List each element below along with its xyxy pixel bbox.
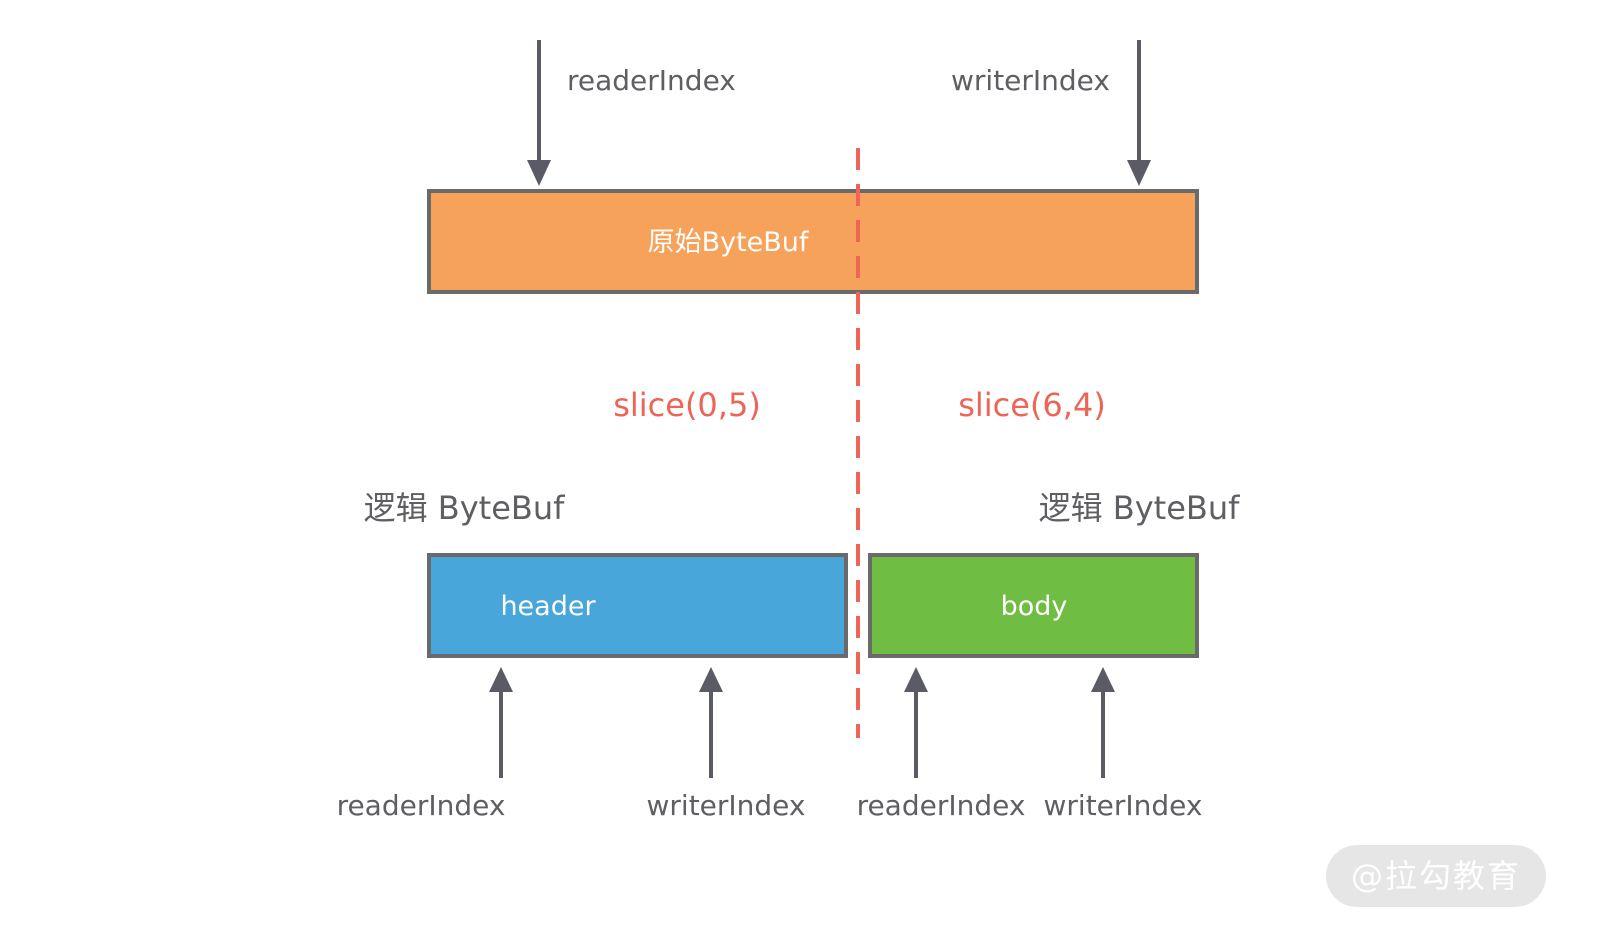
body-box <box>868 553 1199 658</box>
body-writer-label: writerIndex <box>1044 789 1203 822</box>
logical-bytebuf-right-title: 逻辑 ByteBuf <box>1039 489 1241 527</box>
top-reader-arrow <box>527 40 551 186</box>
header-label: header <box>500 591 596 622</box>
body-label: body <box>1001 591 1068 622</box>
slice-left-label: slice(0,5) <box>613 386 761 424</box>
original-bytebuf-label: 原始ByteBuf <box>648 227 810 258</box>
logical-bytebuf-left-title: 逻辑 ByteBuf <box>364 489 566 527</box>
header-writer-arrow <box>699 667 723 778</box>
lagou-watermark: @拉勾教育 <box>1326 845 1546 907</box>
body-reader-arrow <box>904 667 928 778</box>
body-writer-arrow <box>1091 667 1115 778</box>
top-writer-arrow <box>1127 40 1151 186</box>
header-reader-arrow <box>489 667 513 778</box>
header-writer-label: writerIndex <box>647 789 806 822</box>
header-reader-label: readerIndex <box>337 789 506 822</box>
original-bytebuf-box <box>427 189 1199 294</box>
header-box <box>427 553 848 658</box>
top-writer-label: writerIndex <box>951 64 1110 97</box>
body-reader-label: readerIndex <box>857 789 1026 822</box>
slice-right-label: slice(6,4) <box>958 386 1106 424</box>
top-reader-label: readerIndex <box>567 64 736 97</box>
